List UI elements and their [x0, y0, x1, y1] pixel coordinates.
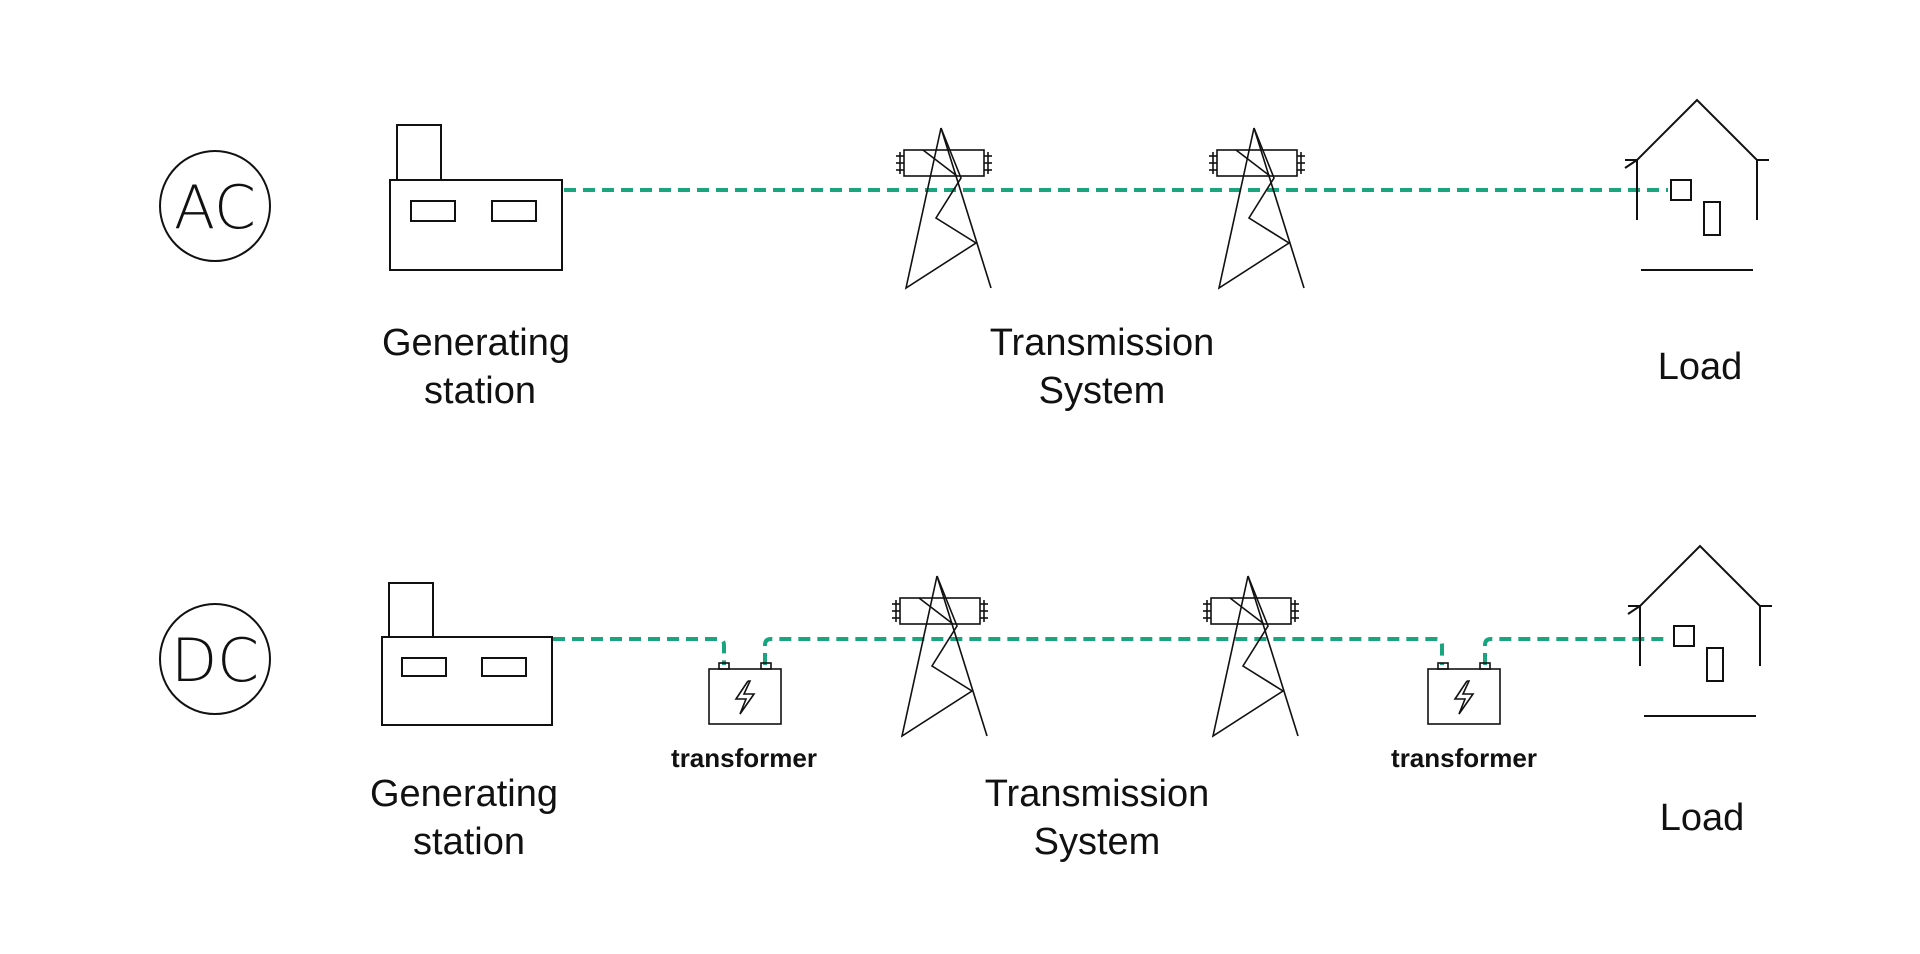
- dc-load-label: Load: [1660, 797, 1745, 839]
- transmission-tower-icon: [891, 575, 989, 737]
- ac-transmission-system-label-line1: Transmission: [990, 322, 1215, 364]
- house-icon: [1627, 545, 1773, 717]
- ac-transmission-system-label-line2: System: [1039, 370, 1166, 412]
- dc-badge-label: DC: [171, 626, 259, 696]
- ac-badge: AC: [159, 150, 271, 262]
- house-icon: [1624, 99, 1770, 271]
- dc-generating-station-label-line1: Generating: [370, 773, 558, 815]
- dc-transmission-system-label-line2: System: [1034, 821, 1161, 863]
- dc-row: DC transformer transformer Generat: [159, 545, 1773, 863]
- dc-transmission-system-label-line1: Transmission: [985, 773, 1210, 815]
- ac-badge-circle: [159, 150, 271, 262]
- factory-icon: [389, 124, 563, 271]
- transmission-tower-icon: [895, 127, 993, 289]
- ac-generating-station-label-line2: station: [424, 370, 536, 412]
- dc-transformer-left-label: transformer: [671, 743, 817, 773]
- dc-transformer-right-label: transformer: [1391, 743, 1537, 773]
- dc-generating-station-label-line2: station: [413, 821, 525, 863]
- transformer-icon: [1427, 662, 1501, 725]
- transmission-tower-icon: [1208, 127, 1306, 289]
- dc-badge: DC: [159, 603, 271, 715]
- factory-icon: [381, 582, 553, 726]
- ac-badge-label: AC: [174, 173, 256, 243]
- dc-badge-circle: [159, 603, 271, 715]
- ac-load-label: Load: [1658, 346, 1743, 388]
- transformer-icon: [708, 662, 782, 725]
- ac-row: AC Generating station Transmission Syste…: [159, 99, 1770, 412]
- ac-generating-station-label-line1: Generating: [382, 322, 570, 364]
- dc-power-line: [553, 637, 1668, 665]
- transmission-tower-icon: [1202, 575, 1300, 737]
